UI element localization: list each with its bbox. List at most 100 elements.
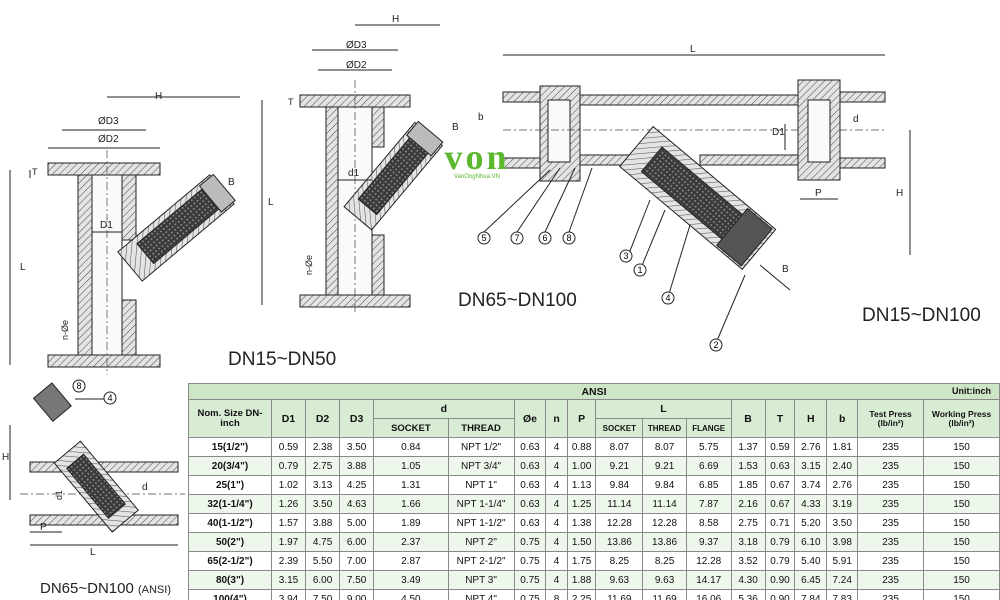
table-cell: 9.21	[642, 456, 687, 476]
table-cell: NPT 2"	[447, 532, 515, 552]
callout-6: 6	[538, 231, 552, 245]
table-cell: 3.13	[305, 475, 341, 495]
dim-L-label-4: L	[90, 547, 96, 558]
table-cell: 1.81	[826, 437, 859, 457]
dim-L-label-3: L	[690, 44, 696, 55]
table-cell: 4	[545, 456, 568, 476]
table-cell: 3.19	[826, 494, 859, 514]
table-cell: 2.37	[373, 532, 449, 552]
table-cell: 7.84	[794, 589, 828, 600]
table-cell: 2.40	[826, 456, 859, 476]
table-cell: 8.58	[685, 513, 732, 533]
table-cell: 7.87	[685, 494, 732, 514]
dimension-table: ANSI Unit:inch Nom. Size DN-inch D1 D2 D…	[188, 383, 1000, 600]
table-cell-size: 15(1/2")	[188, 437, 272, 457]
dim-B-label-2: B	[452, 122, 459, 133]
table-cell: 7.83	[826, 589, 859, 600]
col-L-socket: SOCKET	[595, 418, 644, 438]
table-cell: 4.25	[339, 475, 375, 495]
drawing-dn65-dn100-labels: H ØD3 ØD2 d1 L T B n-Øe	[268, 14, 459, 275]
col-L-flange: FLANGE	[685, 418, 732, 438]
table-cell: 0.63	[513, 437, 547, 457]
table-cell: 235	[857, 475, 925, 495]
table-cell: NPT 3"	[447, 570, 515, 590]
table-cell: NPT 4"	[447, 589, 515, 600]
drawing-dn15-dn50-labels: H ØD3 ØD2 D1 L T B n-Øe	[20, 91, 235, 340]
table-cell: 9.63	[642, 570, 687, 590]
drawing-dn15-dn100	[483, 54, 911, 344]
table-cell-size: 20(3/4")	[188, 456, 272, 476]
table-cell: 2.76	[794, 437, 828, 457]
dim-D2-label: ØD2	[98, 134, 119, 145]
svg-text:8: 8	[76, 381, 81, 391]
table-cell: 5.91	[826, 551, 859, 571]
table-cell: 1.66	[373, 494, 449, 514]
col-P: P	[566, 399, 597, 438]
svg-text:6: 6	[542, 233, 547, 243]
table-cell: 13.86	[595, 532, 644, 552]
dim-H-label-4: H	[2, 452, 9, 463]
table-cell: 150	[923, 437, 1000, 457]
table-cell: 4	[545, 437, 568, 457]
table-cell: 0.63	[513, 494, 547, 514]
table-cell-size: 100(4")	[188, 589, 272, 600]
dim-d-label-3: d	[853, 114, 859, 125]
table-cell: NPT 1-1/4"	[447, 494, 515, 514]
table-cell: 6.85	[685, 475, 732, 495]
table-cell: 7.50	[305, 589, 341, 600]
table-cell: 0.84	[373, 437, 449, 457]
callout-5: 5	[477, 231, 491, 245]
svg-text:8: 8	[566, 233, 571, 243]
table-cell: 235	[857, 456, 925, 476]
dim-H-label-2: H	[392, 14, 399, 25]
table-cell: 7.24	[826, 570, 859, 590]
table-cell: 1.25	[566, 494, 597, 514]
table-cell: 2.75	[730, 513, 766, 533]
col-T: T	[764, 399, 796, 438]
table-title: ANSI Unit:inch	[188, 383, 1000, 400]
table-cell: 150	[923, 456, 1000, 476]
table-cell: 4	[545, 551, 568, 571]
table-cell: 2.75	[305, 456, 341, 476]
table-cell: 6.45	[794, 570, 828, 590]
caption-dn15-dn100: DN15~DN100	[862, 305, 981, 326]
table-cell: 2.76	[826, 475, 859, 495]
table-cell: 4	[545, 475, 568, 495]
table-cell: 235	[857, 570, 925, 590]
brand-logo-site: VanOngNhua.VN	[454, 174, 500, 180]
table-cell: 3.15	[270, 570, 307, 590]
col-working-press: Working Press (lb/in²)	[923, 399, 1000, 438]
table-cell: 5.20	[794, 513, 828, 533]
table-cell: NPT 1-1/2"	[447, 513, 515, 533]
table-cell: 1.02	[270, 475, 307, 495]
svg-text:3: 3	[623, 251, 628, 261]
table-cell: 2.39	[270, 551, 307, 571]
callout-2: 2	[709, 338, 723, 352]
table-cell: 7.50	[339, 570, 375, 590]
col-d-thread: THREAD	[447, 418, 515, 438]
table-cell: 0.63	[513, 475, 547, 495]
dim-ne-label: n-Øe	[60, 320, 70, 340]
table-cell: 3.94	[270, 589, 307, 600]
callout-4-ansi: 4	[103, 391, 117, 405]
table-cell-size: 32(1-1/4")	[188, 494, 272, 514]
table-cell: 8.25	[595, 551, 644, 571]
table-cell: 150	[923, 551, 1000, 571]
col-test-press: Test Press (lb/in²)	[857, 399, 925, 438]
table-cell: 8.07	[642, 437, 687, 457]
table-cell: 11.69	[642, 589, 687, 600]
dim-d-label-4: d	[142, 482, 148, 493]
table-cell: 0.59	[270, 437, 307, 457]
table-cell: 0.75	[513, 532, 547, 552]
dim-b-label-3: b	[478, 112, 484, 123]
table-cell: 150	[923, 589, 1000, 600]
table-cell: 14.17	[685, 570, 732, 590]
svg-text:1: 1	[637, 265, 642, 275]
table-cell: 0.59	[764, 437, 796, 457]
col-nom-size: Nom. Size DN-inch	[188, 399, 272, 438]
